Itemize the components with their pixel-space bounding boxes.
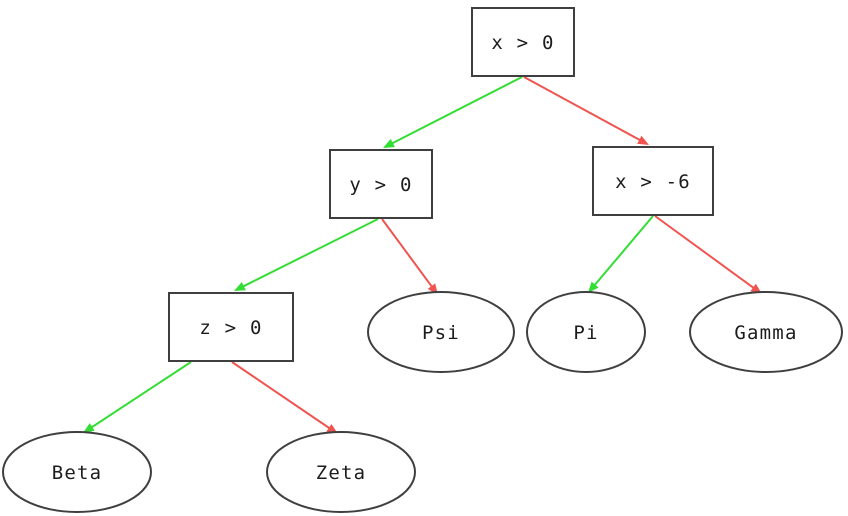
decision-rect xyxy=(592,146,714,216)
edge-root-to-xm6 xyxy=(523,76,649,145)
edge-xm6-to-gamma xyxy=(654,215,762,294)
edges-layer xyxy=(83,76,762,434)
node-label: x > 0 xyxy=(491,32,554,54)
node-label: Zeta xyxy=(316,462,367,484)
node-z0[interactable]: z > 0 xyxy=(168,292,294,362)
node-root[interactable]: x > 0 xyxy=(471,7,575,77)
node-pi[interactable]: Pi xyxy=(526,291,646,373)
node-psi[interactable]: Psi xyxy=(367,291,515,373)
edge-line xyxy=(231,361,332,431)
leaf-ellipse xyxy=(526,291,646,373)
edge-line xyxy=(389,76,523,146)
node-gamma[interactable]: Gamma xyxy=(689,291,843,373)
leaf-ellipse xyxy=(689,291,843,373)
edge-arrowhead xyxy=(637,135,649,145)
decision-rect xyxy=(471,7,575,77)
edge-line xyxy=(240,218,379,289)
node-label: y > 0 xyxy=(349,174,412,196)
edge-line xyxy=(381,218,435,290)
edge-line xyxy=(592,215,654,288)
decision-rect xyxy=(329,149,433,219)
edge-z0-to-beta xyxy=(83,361,192,433)
edge-arrowhead xyxy=(83,423,95,433)
decision-rect xyxy=(168,292,294,362)
node-zeta[interactable]: Zeta xyxy=(266,431,416,513)
edge-arrowhead xyxy=(234,281,246,291)
node-y0[interactable]: y > 0 xyxy=(329,149,433,219)
edge-arrowhead xyxy=(383,138,395,148)
edge-line xyxy=(89,361,192,430)
node-xm6[interactable]: x > -6 xyxy=(592,146,714,216)
edge-line xyxy=(654,215,757,291)
leaf-ellipse xyxy=(367,291,515,373)
edge-root-to-y0 xyxy=(383,76,523,148)
node-label: z > 0 xyxy=(199,317,262,339)
leaf-ellipse xyxy=(266,431,416,513)
node-label: Beta xyxy=(52,462,103,484)
node-beta[interactable]: Beta xyxy=(2,431,152,513)
node-label: Pi xyxy=(573,322,598,344)
edge-xm6-to-pi xyxy=(588,215,654,293)
leaf-ellipse xyxy=(2,431,152,513)
node-label: x > -6 xyxy=(615,171,691,193)
edge-y0-to-psi xyxy=(381,218,438,295)
node-label: Gamma xyxy=(734,322,797,344)
node-label: Psi xyxy=(422,322,460,344)
edge-y0-to-z0 xyxy=(234,218,379,291)
edge-line xyxy=(523,76,643,143)
edge-arrowhead xyxy=(588,281,599,293)
edge-z0-to-zeta xyxy=(231,361,338,434)
